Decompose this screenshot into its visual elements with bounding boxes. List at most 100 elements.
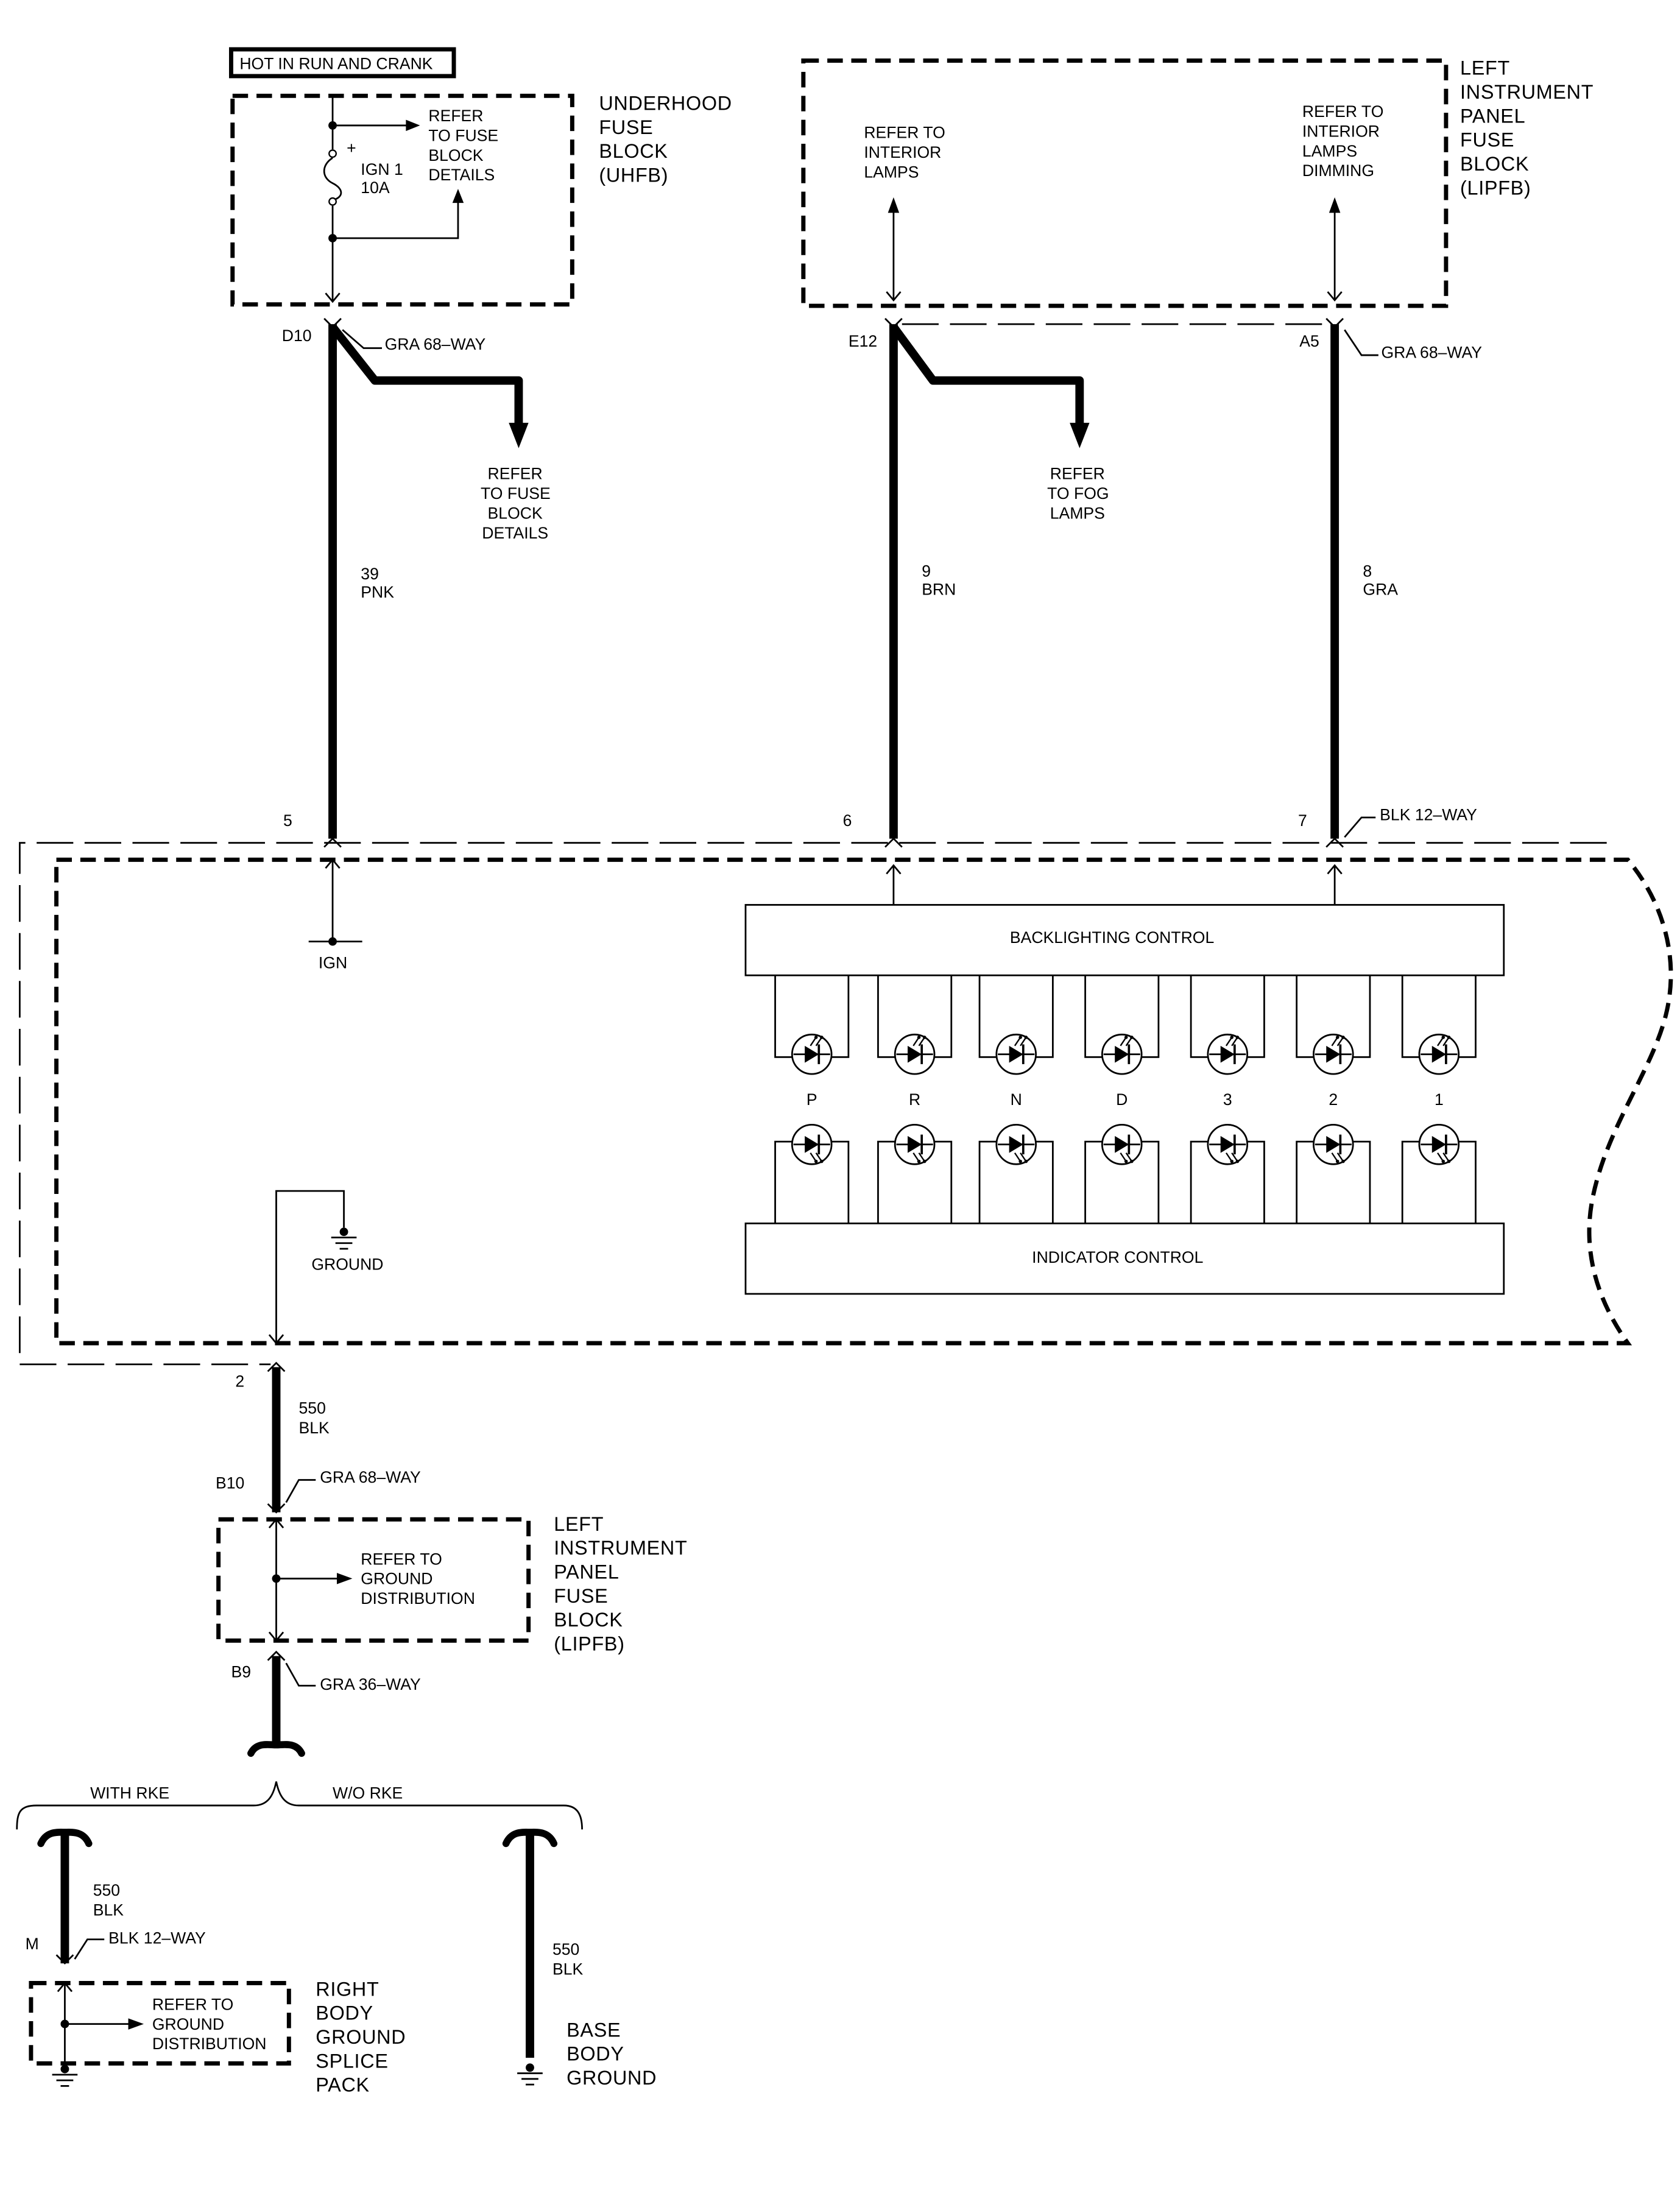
uhfb-block: UNDERHOOD FUSE BLOCK (UHFB) REFER TO FUS… bbox=[230, 92, 732, 307]
connector-b10: B10 bbox=[216, 1474, 244, 1492]
svg-text:INSTRUMENT: INSTRUMENT bbox=[1460, 81, 1594, 103]
svg-text:INSTRUMENT: INSTRUMENT bbox=[554, 1537, 687, 1559]
svg-text:BODY: BODY bbox=[566, 2043, 624, 2065]
gear-label: R bbox=[909, 1090, 920, 1109]
led-icon bbox=[1207, 1124, 1249, 1165]
svg-text:REFER TO: REFER TO bbox=[152, 1995, 233, 2013]
connector-a5: A5 bbox=[1299, 332, 1319, 350]
wire-550-blk-splice bbox=[247, 1650, 305, 1757]
fuse-plus: + bbox=[347, 139, 356, 157]
svg-text:BLOCK: BLOCK bbox=[554, 1609, 623, 1631]
lipfb-bottom-block: REFER TO GROUND DISTRIBUTION LEFT INSTRU… bbox=[216, 1513, 687, 1655]
svg-text:BASE: BASE bbox=[566, 2019, 621, 2041]
wire-550-number: 550 bbox=[299, 1399, 326, 1417]
svg-text:INTERIOR: INTERIOR bbox=[864, 143, 941, 161]
svg-text:REFER TO: REFER TO bbox=[361, 1550, 442, 1568]
lipfb-bottom-label: LEFT INSTRUMENT PANEL FUSE BLOCK (LIPFB) bbox=[554, 1513, 687, 1655]
svg-text:LEFT: LEFT bbox=[554, 1513, 604, 1535]
gear-label: N bbox=[1011, 1090, 1022, 1109]
fuse-ign1-icon bbox=[323, 149, 342, 206]
refer-dimming-label: REFER TO INTERIOR LAMPS DIMMING bbox=[1302, 102, 1383, 180]
connector-m-type: BLK 12–WAY bbox=[108, 1929, 206, 1947]
led-column: R bbox=[877, 975, 953, 1224]
led-columns: P R N D 3 2 1 bbox=[774, 975, 1477, 1224]
svg-text:LEFT: LEFT bbox=[1460, 57, 1510, 79]
svg-text:FUSE: FUSE bbox=[1460, 129, 1514, 151]
svg-text:TO FOG: TO FOG bbox=[1047, 484, 1109, 503]
module-outline-outer bbox=[19, 842, 1607, 1366]
svg-text:REFER: REFER bbox=[488, 465, 543, 483]
gear-label: 3 bbox=[1223, 1090, 1232, 1109]
wire-550-blk-upper: 550 BLK bbox=[267, 1361, 330, 1514]
right-body-ground-splice-pack: REFER TO GROUND DISTRIBUTION RIGHT BODY … bbox=[29, 1978, 406, 2096]
svg-text:BLOCK: BLOCK bbox=[599, 140, 668, 162]
gear-label: D bbox=[1116, 1090, 1128, 1109]
wire-8-color: GRA bbox=[1363, 580, 1398, 598]
refer-fog-lamps-label: REFER TO FOG LAMPS bbox=[1047, 465, 1109, 523]
gear-label: 1 bbox=[1435, 1090, 1444, 1109]
svg-text:DISTRIBUTION: DISTRIBUTION bbox=[361, 1589, 475, 1608]
wire-550-color: BLK bbox=[299, 1419, 330, 1437]
wire-550-blk-wo-rke: 550 BLK bbox=[502, 1829, 584, 2058]
fuse-rating: 10A bbox=[361, 178, 390, 197]
backlighting-control-box bbox=[744, 904, 1505, 976]
header-box-label: HOT IN RUN AND CRANK bbox=[239, 54, 432, 72]
connector-m: M bbox=[26, 1935, 39, 1953]
svg-text:REFER: REFER bbox=[1050, 465, 1105, 483]
pin-6: 6 bbox=[843, 811, 852, 830]
wire-9-number: 9 bbox=[922, 562, 931, 580]
svg-text:(LIPFB): (LIPFB) bbox=[554, 1633, 624, 1654]
svg-text:TO FUSE: TO FUSE bbox=[481, 484, 551, 503]
svg-text:LAMPS: LAMPS bbox=[1050, 504, 1105, 522]
wire-9-brn: 9 BRN bbox=[884, 317, 1090, 848]
svg-text:PANEL: PANEL bbox=[554, 1561, 619, 1583]
refer-fuse-block-label: REFER TO FUSE BLOCK DETAILS bbox=[481, 465, 551, 542]
led-icon bbox=[791, 1033, 833, 1075]
option-brace: WITH RKE W/O RKE bbox=[16, 1781, 583, 1830]
connector-d10-type: GRA 68–WAY bbox=[385, 335, 486, 353]
ground-label: GROUND bbox=[311, 1255, 383, 1274]
uhfb-label: UNDERHOOD FUSE BLOCK (UHFB) bbox=[599, 92, 732, 186]
refer-interior-lamps-label: REFER TO INTERIOR LAMPS bbox=[864, 124, 945, 182]
uhfb-refer-label: REFER TO FUSE BLOCK DETAILS bbox=[428, 107, 498, 184]
led-icon bbox=[1207, 1033, 1249, 1075]
lipfb-top-block: LEFT INSTRUMENT PANEL FUSE BLOCK (LIPFB)… bbox=[801, 57, 1594, 308]
led-column: P bbox=[774, 975, 850, 1224]
pin-5: 5 bbox=[283, 811, 292, 830]
svg-text:GROUND: GROUND bbox=[152, 2015, 224, 2033]
svg-text:(LIPFB): (LIPFB) bbox=[1460, 177, 1531, 199]
led-column: D bbox=[1084, 975, 1160, 1224]
wire-8-number: 8 bbox=[1363, 562, 1372, 580]
wire-8-gra: 8 GRA bbox=[1325, 317, 1398, 848]
led-icon bbox=[1418, 1033, 1460, 1075]
led-icon bbox=[995, 1124, 1037, 1165]
led-column: 3 bbox=[1190, 975, 1265, 1224]
ign-label: IGN bbox=[319, 954, 347, 972]
svg-text:FUSE: FUSE bbox=[554, 1585, 608, 1607]
connector-b9-type: GRA 36–WAY bbox=[320, 1675, 421, 1693]
led-icon bbox=[1101, 1124, 1143, 1165]
svg-text:BODY: BODY bbox=[316, 2002, 373, 2024]
svg-text:DETAILS: DETAILS bbox=[428, 166, 495, 184]
connector-e12: E12 bbox=[849, 332, 877, 350]
wire-550-with-rke-number: 550 bbox=[93, 1881, 120, 1899]
svg-text:INTERIOR: INTERIOR bbox=[1302, 122, 1380, 140]
lipfb-top-label: LEFT INSTRUMENT PANEL FUSE BLOCK (LIPFB) bbox=[1460, 57, 1594, 199]
rbgsp-refer-label: REFER TO GROUND DISTRIBUTION bbox=[152, 1995, 267, 2053]
lipfb-bottom-refer-label: REFER TO GROUND DISTRIBUTION bbox=[361, 1550, 475, 1608]
svg-text:DETAILS: DETAILS bbox=[482, 524, 548, 542]
connector-a5-type: GRA 68–WAY bbox=[1381, 344, 1482, 362]
option-with-rke: WITH RKE bbox=[90, 1784, 169, 1802]
svg-text:FUSE: FUSE bbox=[599, 116, 653, 138]
module-connector-type: BLK 12–WAY bbox=[1380, 806, 1477, 824]
gear-label: 2 bbox=[1329, 1090, 1338, 1109]
pin-7: 7 bbox=[1298, 811, 1307, 830]
svg-text:REFER: REFER bbox=[428, 107, 483, 125]
led-icon bbox=[1313, 1033, 1354, 1075]
wire-39-number: 39 bbox=[361, 565, 379, 583]
shift-indicator-module: IGN GROUND BACKLIGHTING CONTROL INDICATO… bbox=[19, 842, 1673, 1366]
backlighting-control-label: BACKLIGHTING CONTROL bbox=[1010, 928, 1214, 947]
led-icon bbox=[894, 1033, 936, 1075]
rbgsp-ground-icon bbox=[52, 2064, 78, 2087]
